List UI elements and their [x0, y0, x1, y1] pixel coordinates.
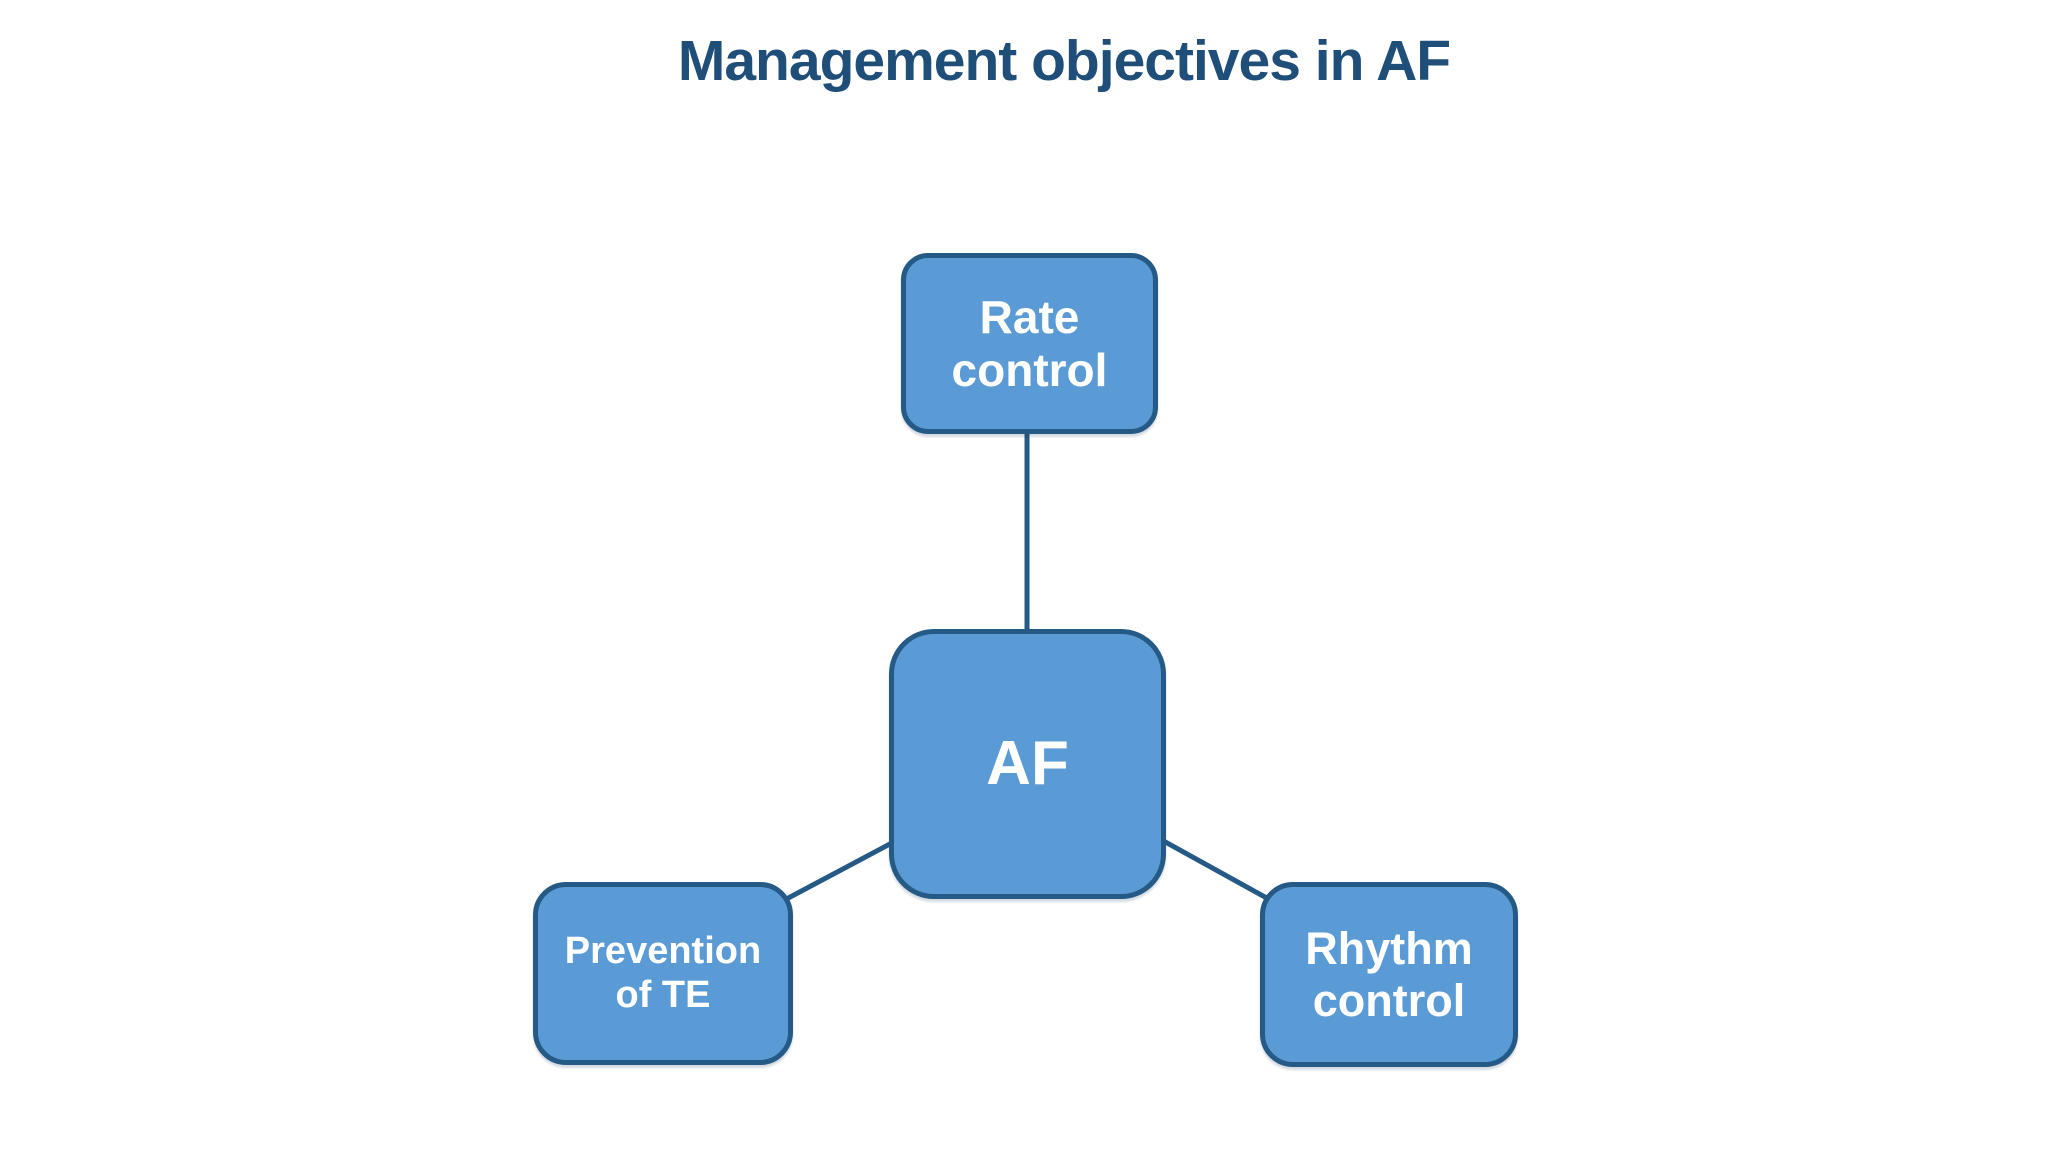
node-rate-control: Rate control	[901, 253, 1158, 434]
diagram-title: Management objectives in AF	[677, 29, 1451, 93]
node-af-label: AF	[986, 729, 1069, 799]
node-prevention-of-te: Prevention of TE	[533, 882, 793, 1065]
node-prevention-of-te-label: Prevention of TE	[564, 929, 762, 1016]
node-rate-control-label: Rate control	[951, 290, 1108, 396]
node-rhythm-control-label: Rhythm control	[1305, 922, 1473, 1026]
node-rhythm-control: Rhythm control	[1260, 882, 1518, 1067]
node-af: AF	[889, 629, 1166, 899]
